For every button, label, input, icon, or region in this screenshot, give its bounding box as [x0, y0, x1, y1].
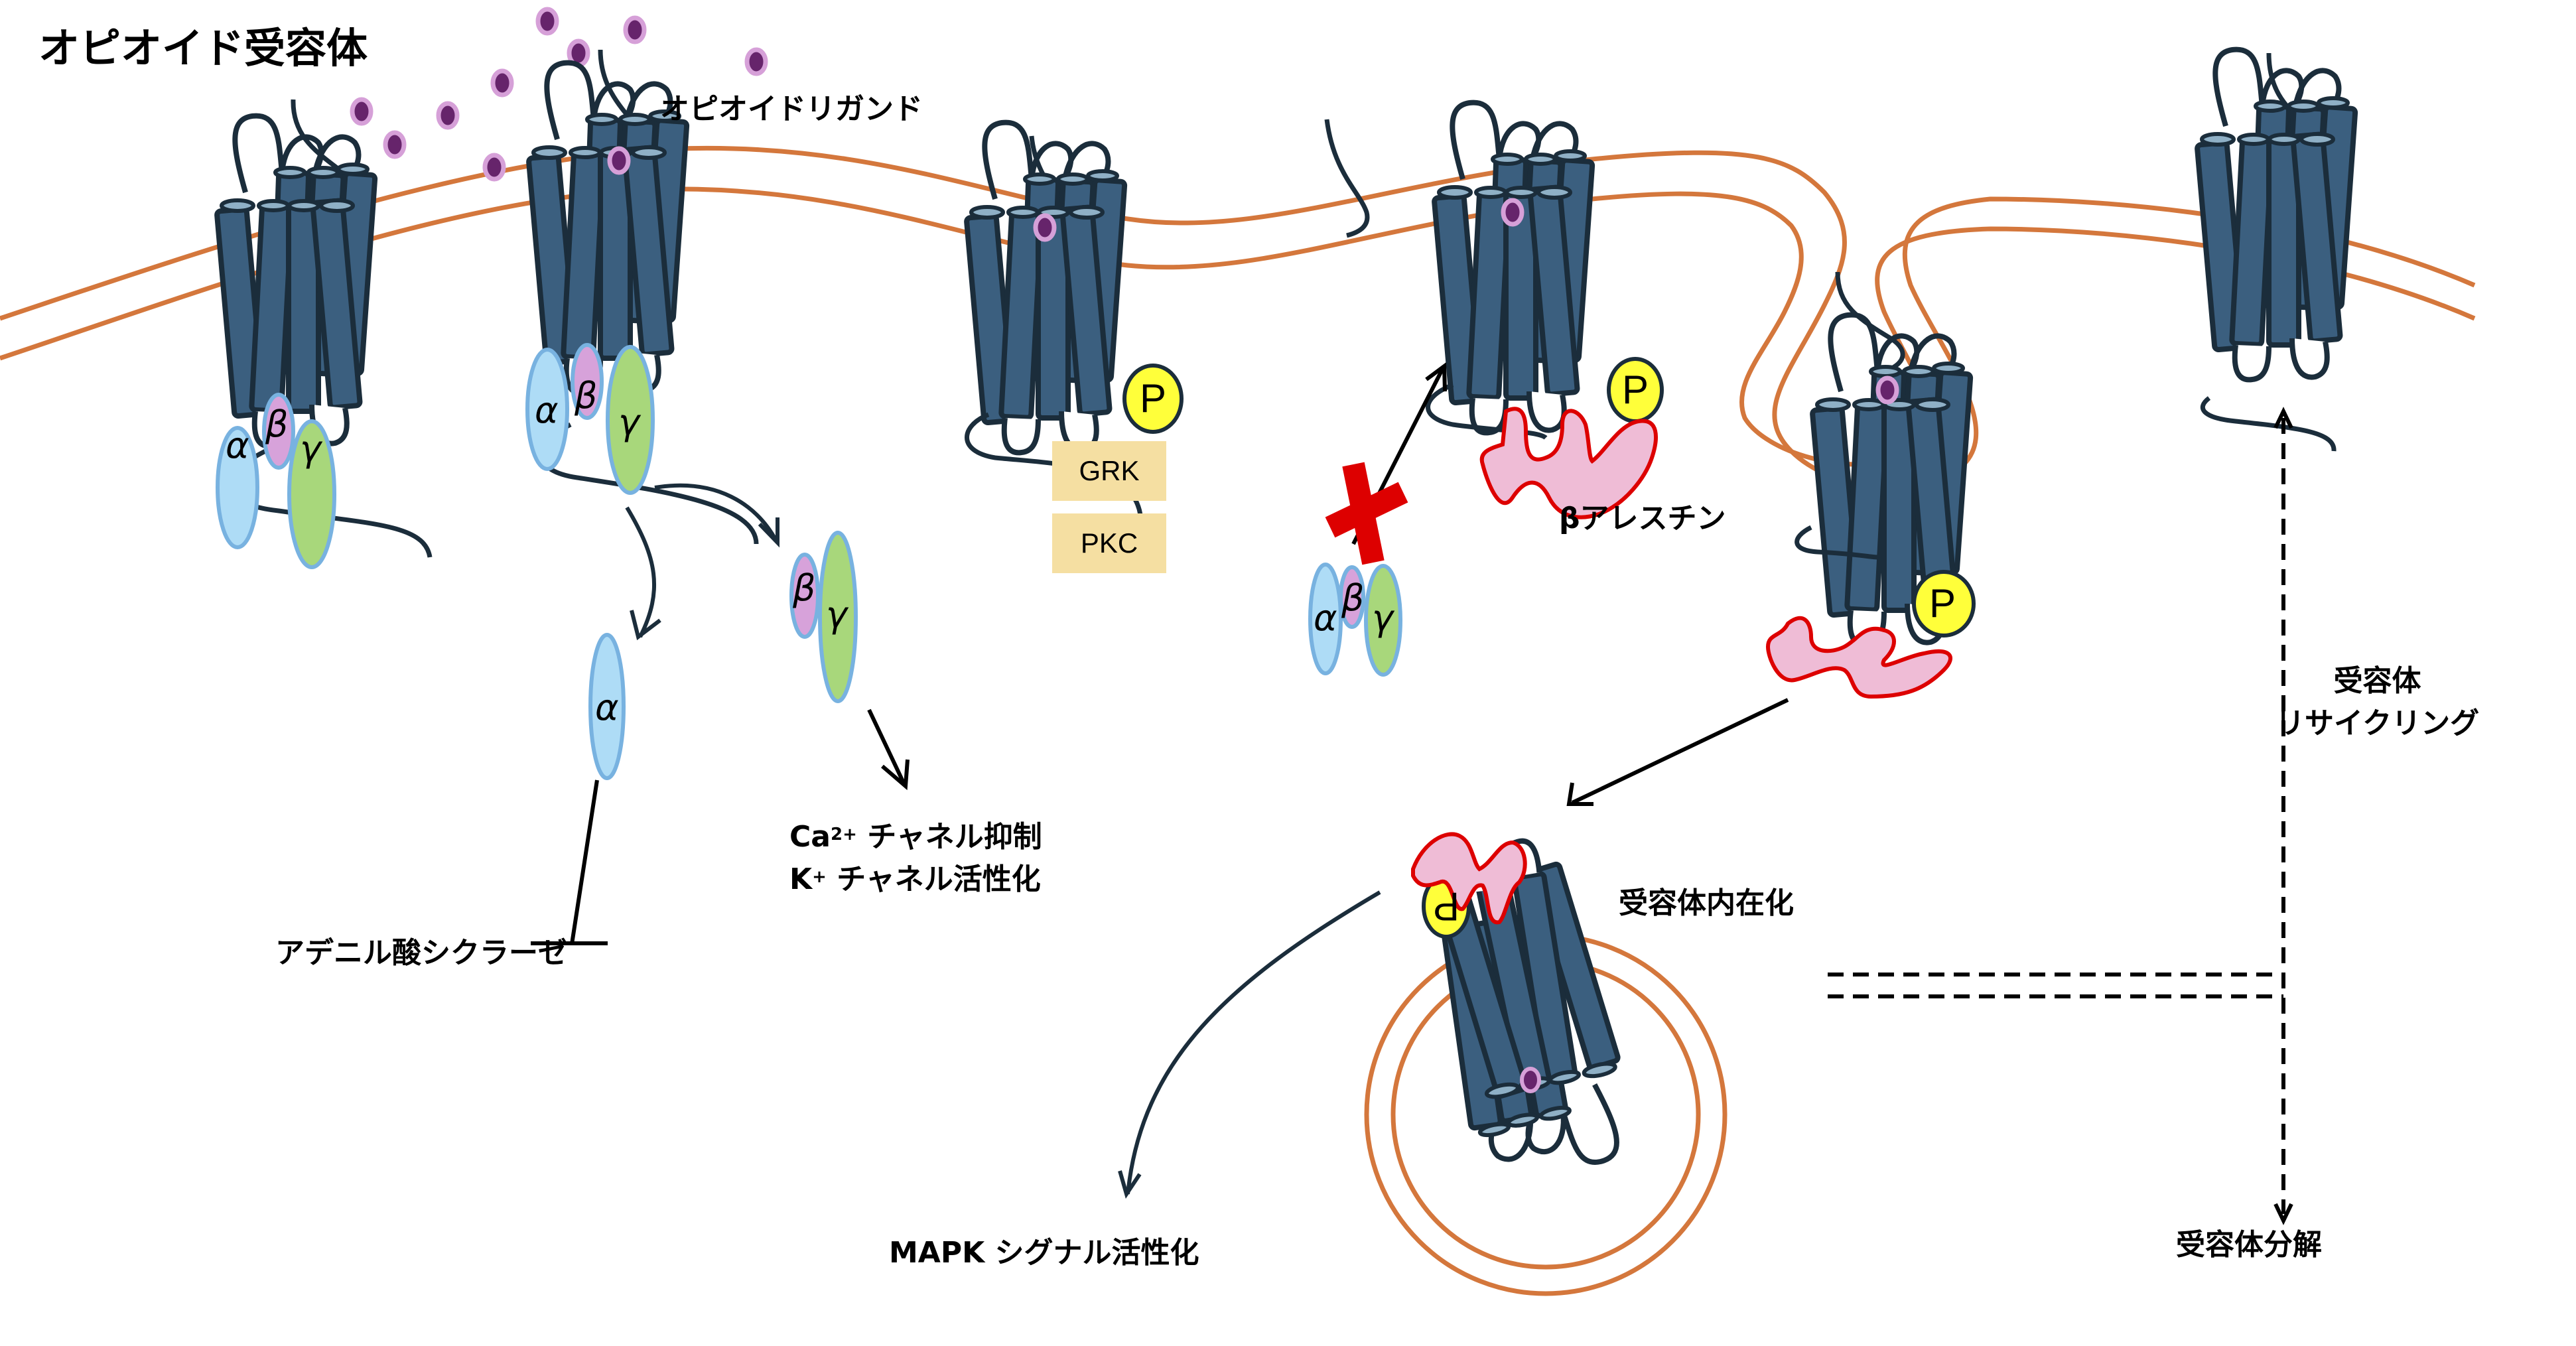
degradation-label: 受容体分解 [2176, 1228, 2322, 1262]
arrow-internalization [1571, 698, 1789, 805]
ligand-molecule [383, 130, 407, 159]
arrow-to-betagamma [654, 483, 778, 542]
beta-label: β [1341, 577, 1364, 619]
phosphate-group [1912, 570, 1976, 638]
arrowhead [758, 517, 780, 548]
g-beta-subunit [571, 343, 604, 420]
alpha-label: α [595, 687, 619, 728]
phosphate-group [1122, 364, 1184, 434]
grk-kinase-box: GRK [1052, 441, 1166, 501]
alpha-label: α [1314, 597, 1337, 639]
beta-arrestin-shape [1411, 832, 1527, 925]
arrow-to-mapk [1126, 890, 1381, 1195]
ligand-molecule [744, 47, 768, 76]
alpha-label: α [535, 389, 559, 431]
ca-symbol: Ca [789, 820, 831, 854]
plasma-membrane-inner [0, 186, 2476, 467]
recycling-label-line2: リサイクリング [2275, 707, 2480, 740]
k-charge: + [812, 867, 827, 887]
recycling-label-line1: 受容体 [2333, 664, 2421, 698]
ligand-molecule [350, 97, 373, 126]
arrowhead [1566, 782, 1593, 806]
arrow-to-alpha [625, 506, 657, 638]
bound-ligand [1875, 375, 1899, 405]
g-beta-subunit [1339, 565, 1365, 629]
page-title: オピオイド受容体 [38, 24, 368, 72]
beta-arrestin-label: βアレスチン [1559, 502, 1726, 535]
g-gamma-free [818, 531, 858, 703]
receptor-ligand-bound [525, 49, 759, 545]
k-channel-text: チャネル活性化 [826, 862, 1041, 896]
alpha-label: α [226, 425, 249, 466]
beta-arrestin-shape [1765, 616, 1952, 699]
bound-ligand [1520, 1067, 1541, 1093]
g-beta-subunit [262, 393, 295, 470]
g-alpha-subunit [1308, 563, 1343, 675]
inhibit-line [531, 779, 608, 945]
g-alpha-free [588, 633, 626, 780]
ca-charge: 2+ [830, 825, 857, 844]
plasma-membrane-outer [0, 145, 2476, 491]
beta-arrestin-shape [1479, 407, 1658, 519]
gamma-label: γ [826, 594, 849, 636]
adenylyl-cyclase-label: アデニル酸シクラーゼ [275, 936, 567, 970]
arrowhead [630, 610, 661, 641]
pkc-kinase-box: PKC [1052, 513, 1166, 573]
ligand-label: オピオイドリガンド [660, 92, 923, 126]
ca-channel-text: チャネル抑制 [856, 820, 1042, 854]
gamma-label: γ [618, 401, 642, 443]
g-gamma-subunit [606, 345, 655, 495]
k-symbol: K [789, 862, 813, 896]
g-protein-heterotrimer-active [525, 343, 655, 495]
receptor-recycled [2197, 50, 2356, 452]
bound-ligand [1501, 198, 1525, 227]
arrowhead [1118, 1170, 1142, 1199]
g-protein-heterotrimer [216, 393, 336, 569]
beta-label: β [792, 567, 815, 609]
gamma-label: γ [1372, 597, 1395, 639]
receptor-inactive [216, 99, 433, 569]
beta-label: β [574, 375, 597, 417]
receptor-arrestin-bound [1324, 103, 1664, 519]
g-alpha-subunit [525, 348, 569, 471]
dashed-paths [1828, 407, 2293, 1225]
arrowhead [881, 759, 910, 791]
phosphate-label: P [1622, 368, 1649, 412]
block-cross-icon [1325, 462, 1408, 565]
g-beta-free [789, 553, 820, 639]
bound-ligand [607, 146, 631, 175]
internalization-label: 受容体内在化 [1619, 886, 1794, 920]
g-gamma-subunit [287, 419, 336, 569]
g-gamma-subunit [1364, 564, 1402, 677]
k-channel-label: K+ チャネル活性化 [789, 858, 1042, 901]
receptor-in-pit [1765, 271, 1976, 699]
ligand-molecule [535, 7, 559, 36]
ligand-molecule [482, 153, 506, 182]
ligand-molecule [490, 68, 514, 98]
arrowhead-up [2273, 407, 2293, 429]
beta-label: β [265, 403, 288, 445]
g-protein-blocked [1308, 563, 1402, 677]
ligand-molecule [436, 101, 460, 130]
ligand-molecule [623, 15, 647, 44]
ca-channel-label: Ca2+ チャネル抑制 [789, 816, 1042, 858]
bound-ligand [1033, 213, 1057, 242]
phosphate-label: P [1929, 581, 1956, 626]
arrowhead [1425, 362, 1447, 392]
arrowhead-down [2273, 1203, 2293, 1225]
recycling-label: 受容体 リサイクリング [2275, 660, 2479, 745]
mapk-label: MAPK シグナル活性化 [889, 1236, 1199, 1270]
arrows [531, 362, 1789, 1199]
channel-effects-label: Ca2+ チャネル抑制 K+ チャネル活性化 [789, 816, 1042, 901]
gamma-label: γ [300, 428, 323, 470]
arrow-to-channels [867, 708, 906, 784]
g-alpha-subunit [216, 426, 259, 549]
phosphate-label: P [1433, 884, 1459, 929]
phosphate-label: P [1140, 376, 1166, 421]
